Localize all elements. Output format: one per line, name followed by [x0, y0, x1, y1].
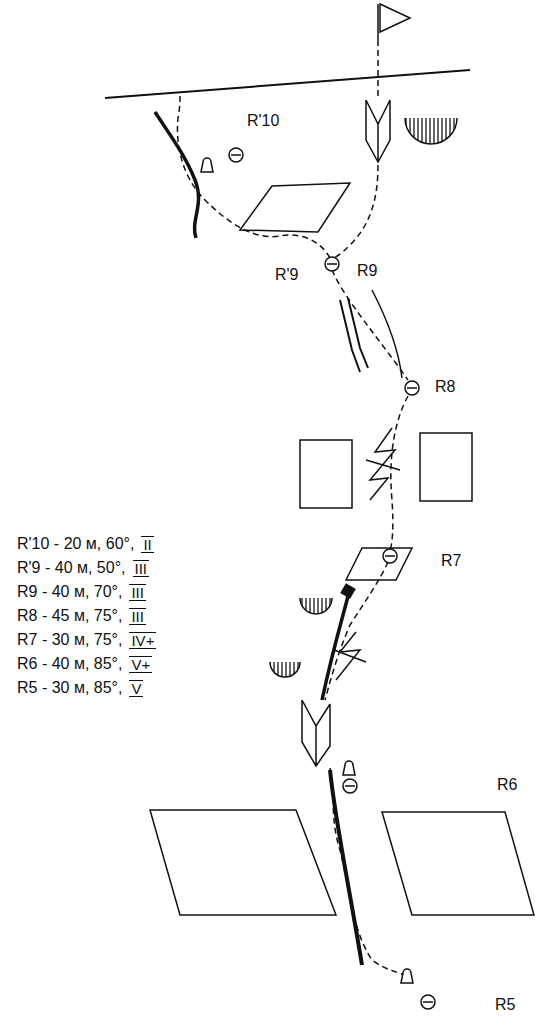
crack-line [330, 770, 362, 965]
difficulty-grade: V+ [129, 656, 152, 673]
dihedral-symbol [302, 700, 330, 766]
belay-stations [229, 148, 435, 1009]
chimney-symbol [366, 428, 400, 500]
slab-block [150, 810, 336, 915]
crack-line [322, 588, 350, 700]
overhang-symbol [405, 118, 457, 144]
station-label: R9 [356, 262, 378, 280]
station-label: R7 [440, 552, 462, 570]
overhang-symbol [300, 598, 332, 614]
slab-block [382, 812, 534, 915]
station-label: R'9 [274, 266, 300, 284]
pitch-spec: R8 - 45 м, 75°, [16, 607, 123, 625]
pitch-spec: R6 - 40 м, 85°, [16, 655, 123, 673]
flag-pole [377, 4, 379, 40]
station-label: R5 [494, 996, 516, 1014]
difficulty-grade: V [129, 680, 143, 697]
crack-symbol [340, 298, 368, 372]
summit-flag [380, 4, 410, 32]
slab-block [300, 440, 352, 508]
pitch-spec: R'10 - 20 м, 60°, [16, 535, 135, 553]
slab-symbol [346, 548, 412, 580]
pitch-spec: R7 - 30 м, 75°, [16, 631, 123, 649]
variant-route [177, 95, 330, 258]
main-route [325, 40, 408, 975]
slab-symbol [240, 183, 350, 232]
chimney-symbol [334, 632, 366, 680]
difficulty-grade: IV+ [129, 632, 156, 649]
pitch-spec: R5 - 30 м, 85°, [16, 679, 123, 697]
station-label: R6 [496, 776, 518, 794]
difficulty-grade: III [129, 608, 146, 625]
difficulty-grade: II [141, 536, 153, 553]
overhang-symbol [270, 662, 300, 677]
ridge-line [105, 70, 470, 98]
slab-block [420, 433, 472, 501]
difficulty-grade: III [133, 560, 150, 577]
piton-symbols [201, 158, 413, 983]
chockstone [341, 584, 355, 598]
station-label: R'10 [246, 112, 280, 130]
station-label: R8 [434, 378, 456, 396]
dihedral-symbol [366, 100, 390, 162]
pitch-spec: R'9 - 40 м, 50°, [16, 559, 127, 577]
difficulty-grade: III [129, 584, 146, 601]
pitch-spec: R9 - 40 м, 70°, [16, 583, 123, 601]
